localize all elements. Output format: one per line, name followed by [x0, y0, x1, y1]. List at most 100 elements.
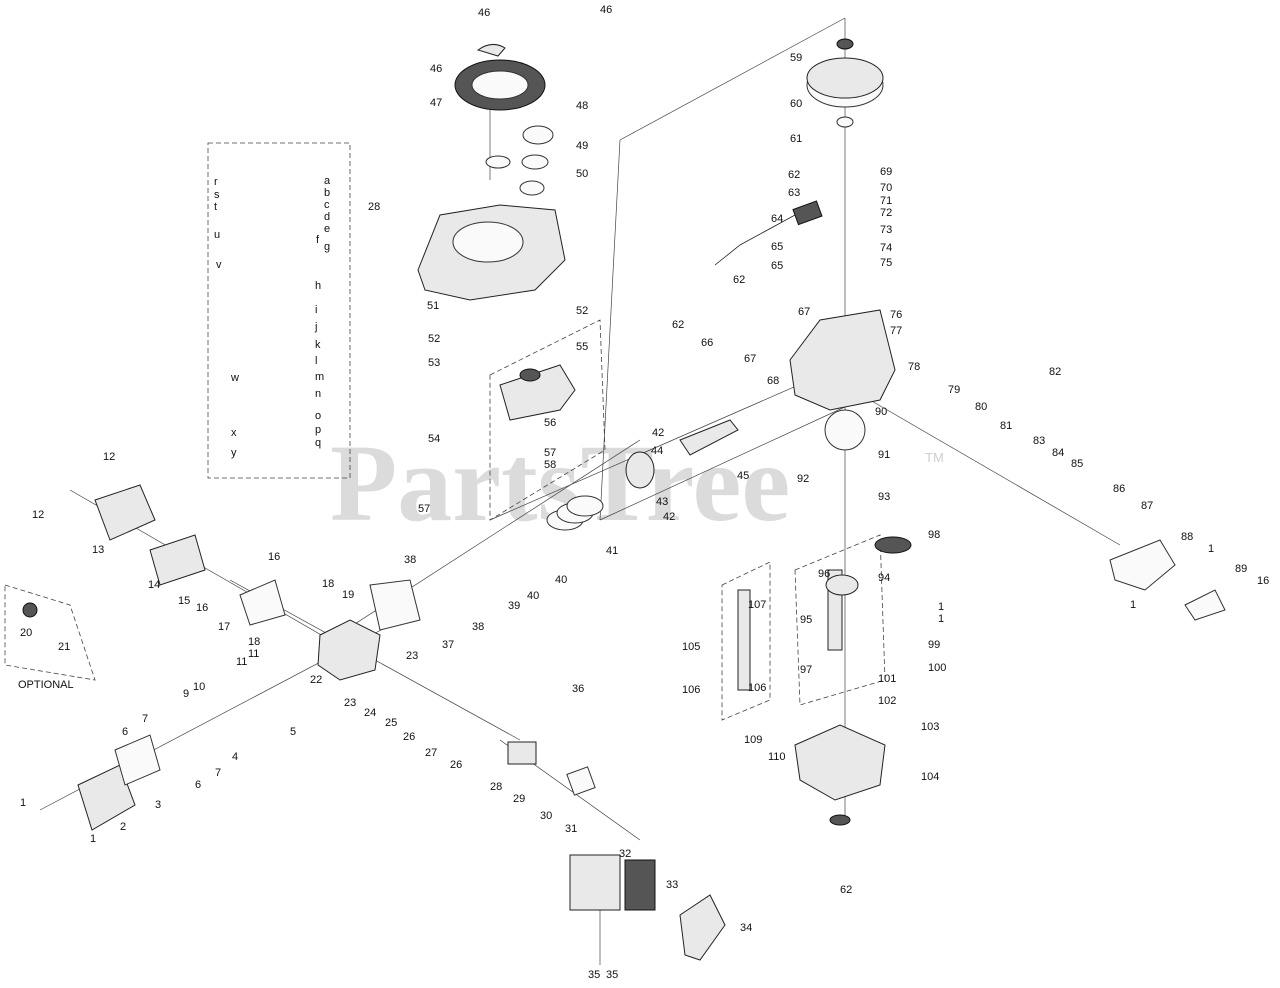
carb-callout-y: y	[231, 447, 237, 459]
callout-22: 22	[310, 674, 322, 686]
callout-30: 30	[540, 810, 552, 822]
callout-62: 62	[672, 319, 684, 331]
callout-110: 110	[768, 751, 786, 763]
callout-12: 12	[103, 451, 115, 463]
callout-9: 9	[183, 688, 189, 700]
callout-73: 73	[880, 224, 892, 236]
callout-77: 77	[890, 325, 902, 337]
callout-11: 11	[236, 656, 247, 668]
muffler-group	[94, 484, 286, 626]
callout-36: 36	[572, 683, 584, 695]
callout-16: 16	[196, 602, 208, 614]
valve-cover	[77, 734, 161, 831]
callout-42: 42	[663, 511, 675, 523]
callout-10: 10	[193, 681, 205, 693]
callout-42: 42	[652, 427, 664, 439]
carburetor	[507, 741, 596, 796]
callout-7: 7	[215, 767, 221, 779]
callout-62: 62	[788, 169, 800, 181]
callout-95: 95	[800, 614, 812, 626]
ignition-module	[714, 200, 823, 266]
carb-callout-s: s	[214, 189, 220, 201]
callout-6: 6	[122, 726, 128, 738]
callout-63: 63	[788, 187, 800, 199]
carb-callout-k: k	[315, 339, 321, 351]
callout-50: 50	[576, 168, 588, 180]
part-callouts: 1111112345667791011111212131415161616171…	[20, 4, 1269, 981]
callout-71: 71	[880, 195, 892, 207]
callout-107: 107	[748, 599, 766, 611]
callout-51: 51	[427, 300, 439, 312]
carb-callout-q: q	[315, 437, 321, 449]
callout-72: 72	[880, 207, 892, 219]
callout-6: 6	[195, 779, 201, 791]
callout-70: 70	[880, 182, 892, 194]
callout-85: 85	[1071, 458, 1083, 470]
callout-49: 49	[576, 140, 588, 152]
callout-11: 11	[248, 648, 259, 660]
cylinder-head	[317, 579, 421, 681]
callout-31: 31	[565, 823, 577, 835]
callout-83: 83	[1033, 435, 1045, 447]
carb-callout-c: c	[324, 199, 330, 211]
callout-39: 39	[508, 600, 520, 612]
callout-96: 96	[818, 568, 830, 580]
callout-46: 46	[600, 4, 612, 16]
callout-26: 26	[403, 731, 415, 743]
callout-20: 20	[20, 627, 32, 639]
throttle-bracket	[1109, 539, 1226, 621]
callout-14: 14	[148, 579, 160, 591]
callout-102: 102	[878, 695, 896, 707]
callout-34: 34	[740, 922, 752, 934]
group-boxes	[4, 142, 886, 721]
callout-57: 57	[544, 447, 556, 459]
callout-75: 75	[880, 257, 892, 269]
callout-60: 60	[790, 98, 802, 110]
callout-104: 104	[921, 771, 939, 783]
callout-1: 1	[938, 601, 944, 613]
callout-1: 1	[938, 613, 944, 625]
carb-callout-f: f	[316, 234, 320, 246]
watermark-trademark: TM	[925, 450, 944, 465]
callout-16: 16	[268, 551, 280, 563]
callout-65: 65	[771, 241, 783, 253]
engine-block	[789, 309, 896, 451]
carb-callout-h: h	[315, 280, 321, 292]
carb-callout-u: u	[214, 229, 220, 241]
callout-15: 15	[178, 595, 190, 607]
callout-99: 99	[928, 639, 940, 651]
callout-74: 74	[880, 242, 892, 254]
callout-12: 12	[32, 509, 44, 521]
callout-45: 45	[737, 470, 749, 482]
carb-callout-o: o	[315, 410, 321, 422]
callout-44: 44	[651, 445, 663, 457]
callout-43: 43	[656, 496, 668, 508]
callout-55: 55	[576, 341, 588, 353]
callout-3: 3	[155, 799, 161, 811]
callout-23: 23	[406, 650, 418, 662]
callout-53: 53	[428, 357, 440, 369]
callout-106: 106	[748, 682, 766, 694]
callout-32: 32	[619, 848, 631, 860]
callout-24: 24	[364, 707, 376, 719]
carb-callout-j: j	[314, 321, 317, 333]
callout-29: 29	[513, 793, 525, 805]
callout-48: 48	[576, 100, 588, 112]
callout-16: 16	[1257, 575, 1269, 587]
carb-callout-i: i	[315, 304, 317, 316]
callout-92: 92	[797, 473, 809, 485]
callout-56: 56	[544, 417, 556, 429]
callout-84: 84	[1052, 447, 1064, 459]
camshaft	[737, 589, 751, 691]
callout-52: 52	[428, 333, 440, 345]
callout-66: 66	[701, 337, 713, 349]
carb-callout-a: a	[324, 175, 331, 187]
callout-98: 98	[928, 529, 940, 541]
callout-100: 100	[928, 662, 946, 674]
carb-callout-e: e	[324, 223, 330, 235]
callout-81: 81	[1000, 420, 1012, 432]
callout-54: 54	[428, 433, 440, 445]
callout-33: 33	[666, 879, 678, 891]
